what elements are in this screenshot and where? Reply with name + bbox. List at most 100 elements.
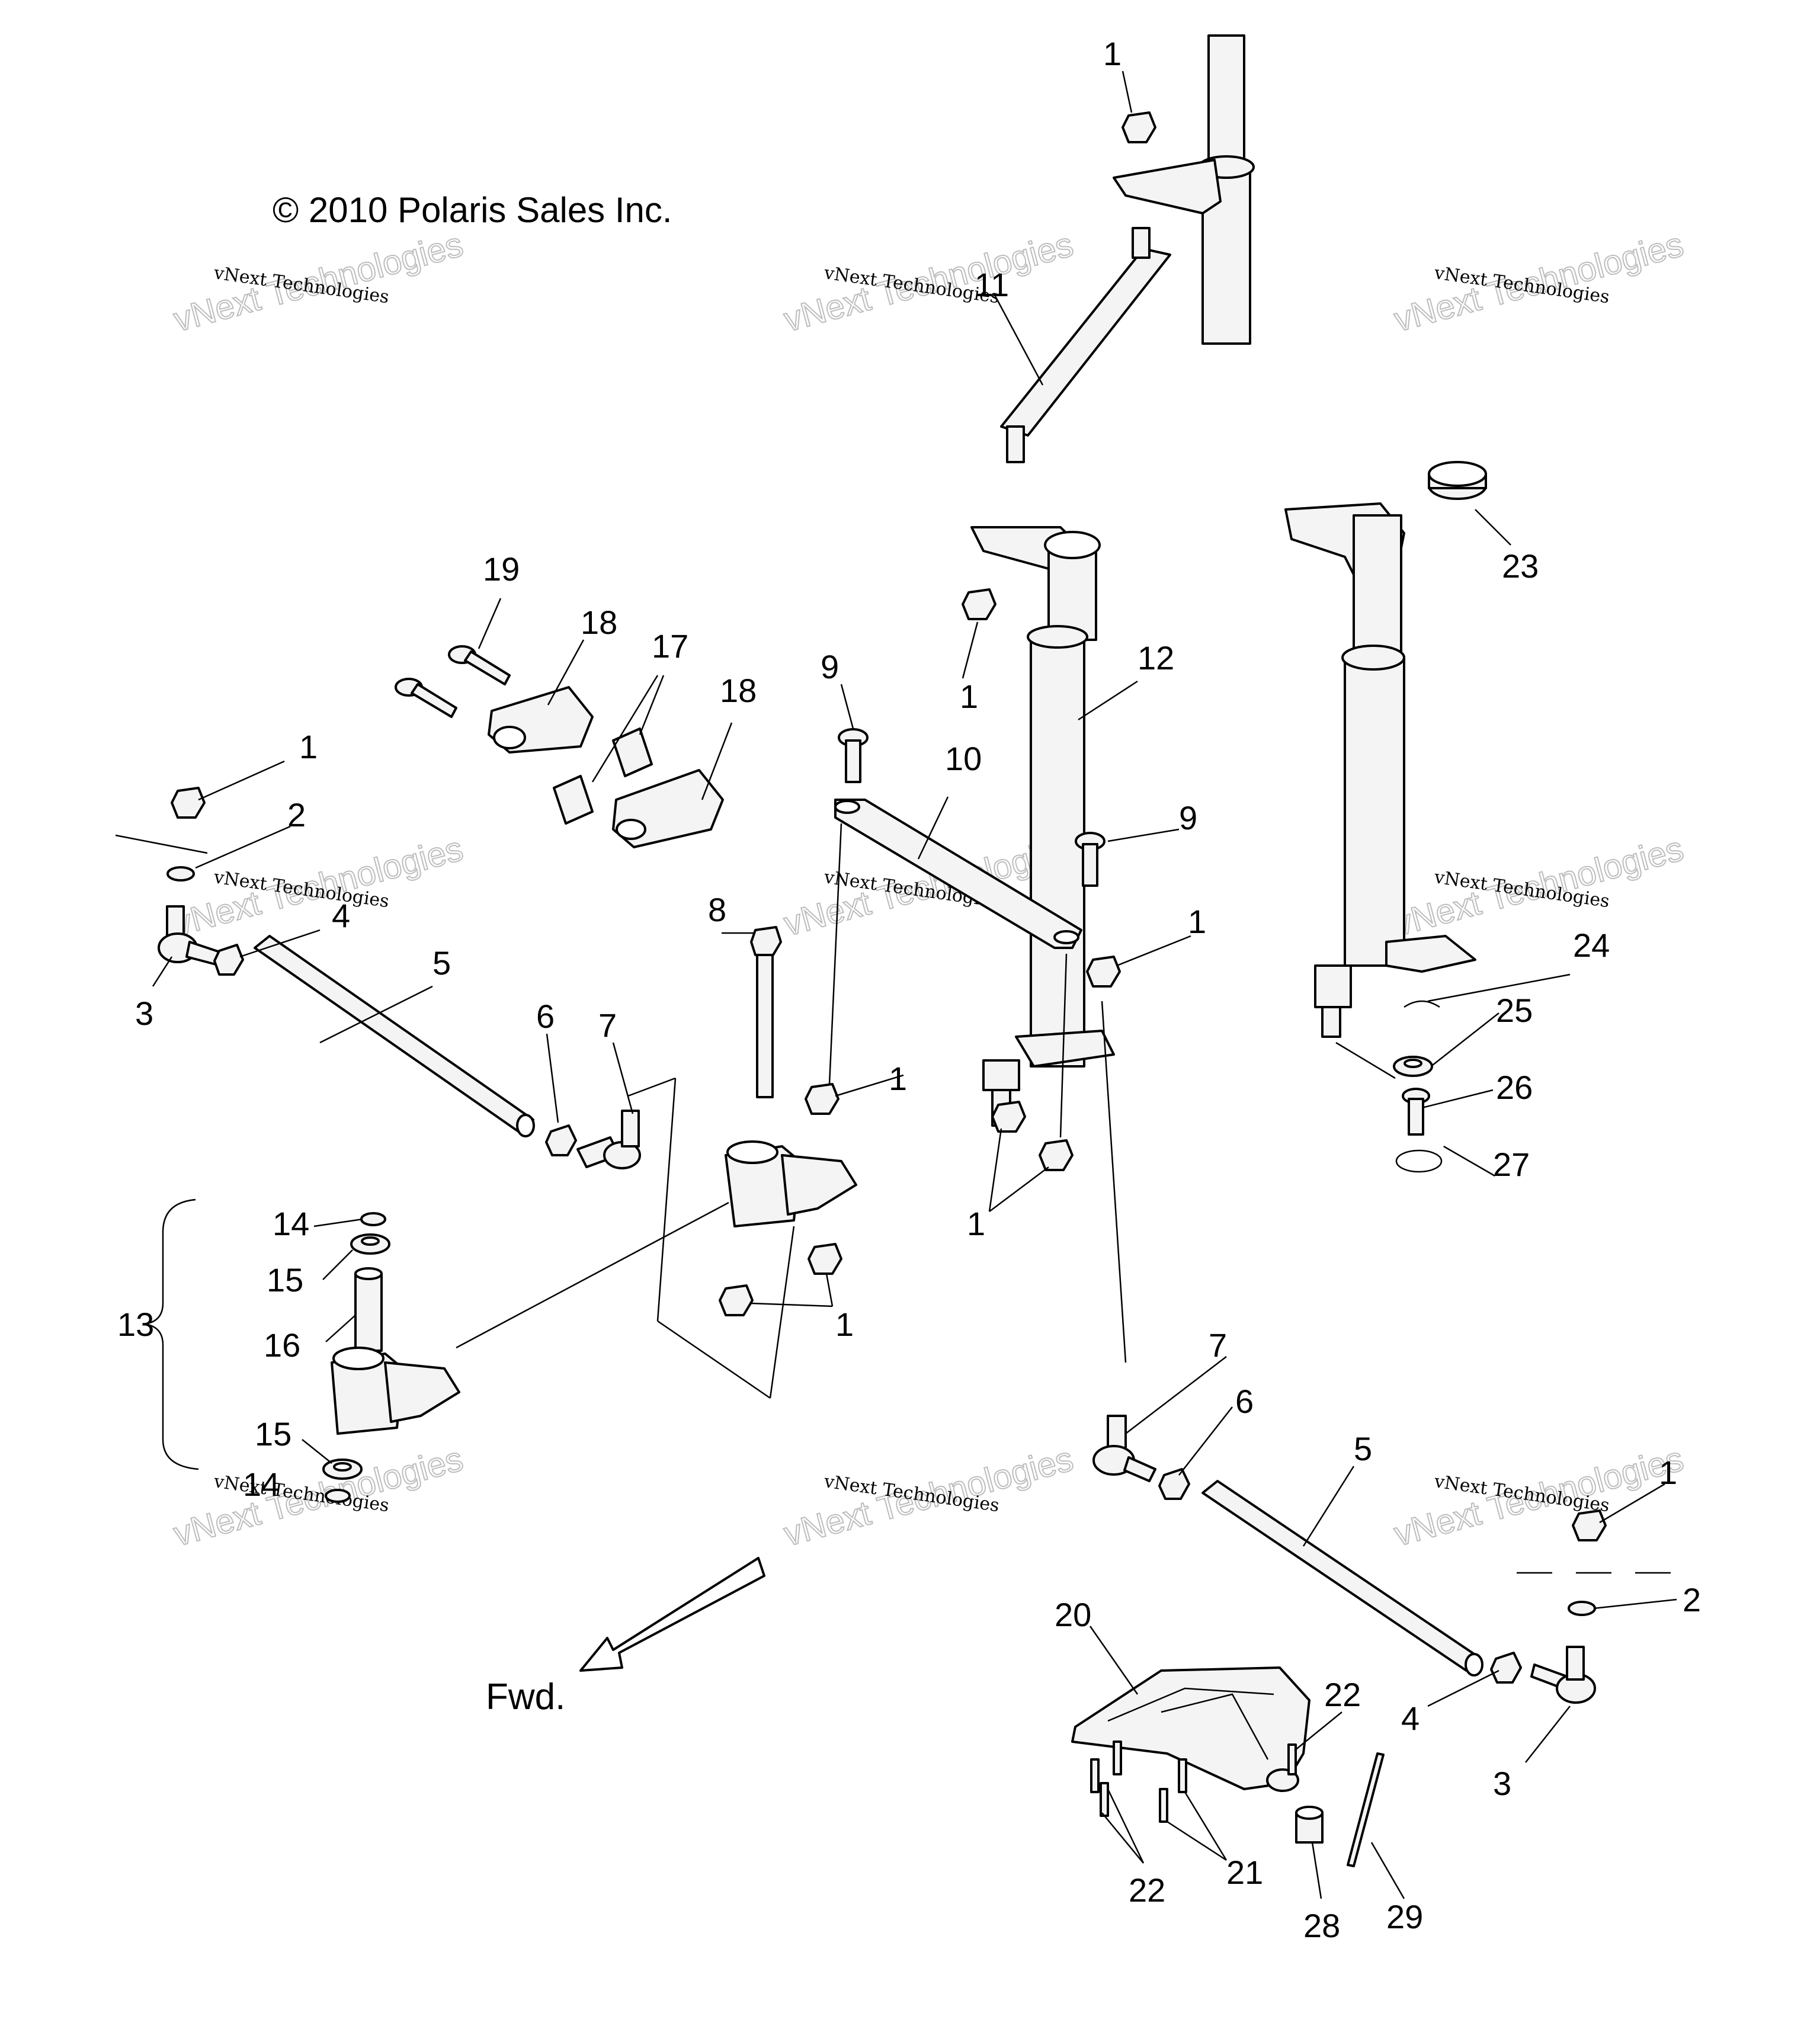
washer-14-bottom	[325, 1489, 351, 1503]
nut-column-bottom-left	[991, 1101, 1026, 1133]
callout-21: 21	[1226, 1854, 1263, 1891]
watermark-top-right: vNext Technologies vNext Technologies	[1390, 225, 1688, 340]
washer-25	[1393, 1056, 1433, 1077]
callout-8: 8	[708, 891, 726, 928]
bolt-9-left	[838, 728, 869, 783]
phantom-lines	[115, 823, 1671, 1574]
steering-arm-10	[834, 799, 1082, 949]
steering-post-right	[1284, 502, 1476, 1038]
clip-24	[1404, 1000, 1440, 1008]
callout-1: 1	[835, 1306, 854, 1343]
nut-column-top	[962, 588, 996, 620]
callout-2: 2	[1683, 1581, 1701, 1618]
callout-15: 15	[255, 1415, 291, 1453]
watermark-top-left: vNext Technologies vNext Technologies	[169, 225, 468, 340]
callout-11: 11	[975, 266, 1009, 303]
nut-column-right	[1086, 956, 1121, 988]
callout-14: 14	[243, 1466, 280, 1503]
cable-tie-29	[1347, 1752, 1385, 1867]
forward-arrow: Fwd.	[486, 1557, 765, 1717]
callout-1: 1	[1103, 35, 1122, 72]
callout-29: 29	[1386, 1898, 1423, 1935]
watermark-bottom-center: vNext Technologies vNext Technologies	[780, 1439, 1078, 1554]
callout-17: 17	[652, 627, 688, 665]
callout-6: 6	[536, 998, 555, 1035]
callout-15: 15	[267, 1261, 303, 1299]
pitman-arm-11	[1000, 227, 1171, 463]
callout-4: 4	[332, 897, 350, 934]
tie-rod-end-7-left	[576, 1110, 641, 1169]
callout-19: 19	[483, 550, 520, 588]
callout-5: 5	[1354, 1430, 1372, 1467]
bolt-19-b	[395, 678, 457, 718]
callout-7: 7	[1209, 1326, 1227, 1364]
callout-16: 16	[264, 1326, 300, 1364]
callout-22: 22	[1129, 1871, 1165, 1909]
callout-25: 25	[1496, 992, 1533, 1029]
callout-1: 1	[960, 678, 978, 715]
callout-12: 12	[1138, 639, 1174, 677]
boot-20	[1071, 1666, 1310, 1792]
callout-18: 18	[581, 604, 617, 641]
nut-top	[1122, 111, 1156, 143]
callout-24: 24	[1573, 927, 1610, 964]
watermark-top-center: vNext Technologies vNext Technologies	[780, 225, 1078, 340]
bracket-13	[145, 1198, 199, 1470]
washer-15-top	[350, 1233, 390, 1255]
tie-rod-end-3-right	[1530, 1646, 1596, 1704]
bearing-block-upper	[725, 1140, 857, 1227]
callout-labels: 1 11 23 19 18 17 18 9 1 12 10 9 1 2 4 1 …	[117, 35, 1701, 1944]
callout-1: 1	[1188, 903, 1206, 940]
tie-rod-end-3-left	[158, 905, 226, 967]
callout-1: 1	[1659, 1454, 1677, 1491]
callout-20: 20	[1055, 1596, 1091, 1633]
upper-steering-shaft	[1113, 34, 1255, 345]
callout-1: 1	[299, 728, 318, 765]
washer-2-right	[1568, 1601, 1596, 1616]
callout-6: 6	[1235, 1383, 1254, 1420]
bushing-17-b	[553, 775, 594, 825]
callout-2: 2	[287, 796, 306, 834]
bushing-28	[1295, 1806, 1324, 1844]
watermark-mid-right: vNext Technologies vNext Technologies	[1390, 829, 1688, 944]
steering-column-12	[970, 526, 1115, 1127]
bearing-block-lower	[331, 1347, 460, 1435]
screw-22-right	[1287, 1743, 1297, 1775]
washer-2-left	[166, 866, 195, 882]
nut-bb-1	[805, 1083, 839, 1115]
tie-rod-end-7-right	[1092, 1415, 1156, 1482]
callout-10: 10	[945, 740, 982, 777]
callout-3: 3	[1493, 1765, 1511, 1802]
callout-5: 5	[432, 944, 451, 982]
nut-1-right	[1572, 1509, 1607, 1541]
bracket-18-left	[488, 686, 594, 754]
watermark-bottom-left: vNext Technologies vNext Technologies	[169, 1439, 468, 1554]
callout-14: 14	[273, 1205, 309, 1242]
nut-1-left	[171, 787, 206, 819]
cap-23	[1428, 461, 1487, 500]
callout-1: 1	[889, 1060, 907, 1097]
callout-27: 27	[1493, 1146, 1530, 1183]
screws-21	[1159, 1758, 1187, 1823]
bolt-8	[750, 926, 782, 1098]
bracket-18-right	[612, 769, 724, 848]
callout-22: 22	[1324, 1676, 1361, 1713]
tie-rod-5-left	[254, 935, 535, 1137]
callout-9: 9	[1179, 799, 1197, 836]
direction-label: Fwd.	[486, 1677, 565, 1717]
callout-23: 23	[1502, 547, 1539, 585]
jam-nut-6-right	[1158, 1468, 1190, 1500]
callout-3: 3	[135, 995, 153, 1032]
jam-nut-6-left	[545, 1124, 577, 1156]
jam-nut-4-left	[213, 944, 244, 976]
tie-rod-5-right	[1201, 1480, 1483, 1677]
callout-13: 13	[117, 1306, 154, 1343]
screws-22-left	[1090, 1740, 1122, 1817]
callout-18: 18	[720, 672, 757, 709]
callout-4: 4	[1401, 1700, 1420, 1737]
callout-28: 28	[1303, 1907, 1340, 1944]
spacer-16	[354, 1267, 383, 1352]
callout-26: 26	[1496, 1069, 1533, 1106]
watermark-mid-left: vNext Technologies vNext Technologies	[169, 829, 468, 944]
